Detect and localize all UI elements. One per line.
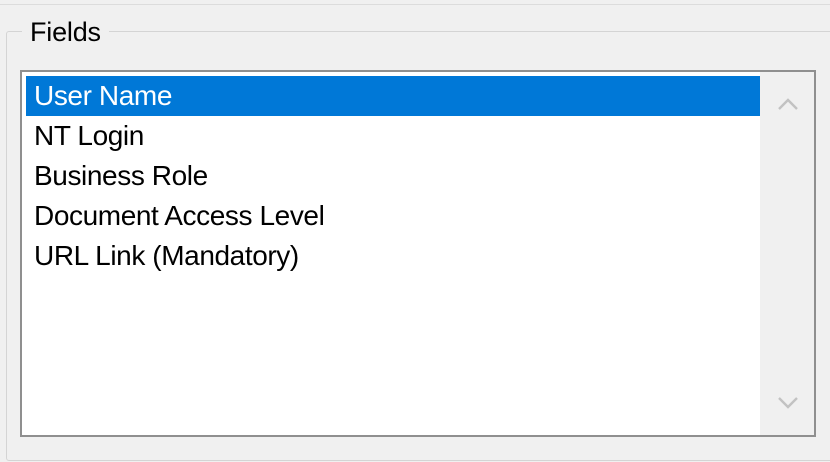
fields-groupbox	[6, 31, 830, 461]
list-item-nt-login[interactable]: NT Login	[34, 120, 144, 151]
fields-list: User Name NT Login Business Role Documen…	[26, 76, 761, 276]
divider	[0, 4, 830, 5]
vertical-scrollbar[interactable]	[760, 72, 814, 435]
list-item-document-access-level[interactable]: Document Access Level	[34, 200, 325, 231]
scroll-up-button[interactable]	[761, 78, 814, 130]
group-title: Fields	[22, 14, 109, 50]
list-item-business-role[interactable]: Business Role	[34, 160, 208, 191]
list-item-url-link[interactable]: URL Link (Mandatory)	[34, 240, 299, 271]
scroll-down-button[interactable]	[761, 377, 814, 429]
fields-listbox[interactable]: User Name NT Login Business Role Documen…	[20, 70, 816, 437]
list-item-user-name[interactable]: User Name	[26, 76, 761, 116]
chevron-up-icon	[777, 98, 798, 110]
chevron-down-icon	[777, 397, 798, 409]
